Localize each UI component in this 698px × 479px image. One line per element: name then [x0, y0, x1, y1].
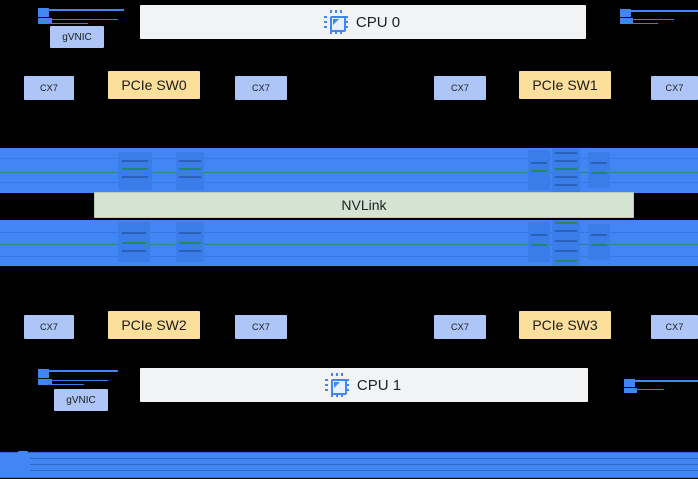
gpu-icon	[588, 152, 610, 188]
pcie-sw1-box[interactable]: PCIe SW1	[519, 71, 611, 99]
gpu-icon	[552, 148, 580, 193]
nic-bottom-right-icon	[624, 378, 698, 394]
gvnic0-label: gVNIC	[62, 31, 92, 43]
gvnic1-label: gVNIC	[66, 394, 96, 406]
cx7-label: CX7	[39, 322, 59, 332]
pcie-sw2-label: PCIe SW2	[121, 317, 187, 333]
pcie-sw2-box[interactable]: PCIe SW2	[108, 311, 200, 339]
cx7-label: CX7	[665, 322, 684, 332]
cx7-top-1[interactable]: CX7	[235, 76, 287, 100]
cx7-top-3[interactable]: CX7	[651, 76, 698, 100]
gpu-icon	[588, 224, 610, 260]
cx7-top-2[interactable]: CX7	[434, 76, 486, 100]
gpu-band-lower	[0, 220, 698, 266]
cx7-label: CX7	[251, 322, 271, 332]
pcie-sw3-label: PCIe SW3	[532, 317, 598, 333]
gpu-icon	[528, 150, 550, 190]
cx7-label: CX7	[251, 83, 271, 93]
pcie-sw0-box[interactable]: PCIe SW0	[108, 71, 200, 99]
gpu-icon	[176, 152, 204, 190]
cx7-bottom-1[interactable]: CX7	[235, 315, 287, 339]
cx7-label: CX7	[450, 322, 470, 332]
gpu-band-upper	[0, 148, 698, 193]
gpu-icon	[118, 222, 150, 262]
nic-top-left-icon	[38, 5, 124, 25]
gvnic1-box[interactable]: gVNIC	[54, 389, 108, 411]
gpu-icon	[528, 222, 550, 262]
pcie-sw3-box[interactable]: PCIe SW3	[519, 311, 611, 339]
cpu-chip-icon	[323, 10, 348, 34]
cx7-bottom-3[interactable]: CX7	[651, 315, 698, 339]
gpu-icon	[552, 220, 580, 266]
pcie-sw1-label: PCIe SW1	[532, 77, 598, 93]
cpu1-box[interactable]: CPU 1	[140, 368, 588, 402]
pcie-sw0-label: PCIe SW0	[121, 77, 187, 93]
gvnic0-box[interactable]: gVNIC	[50, 26, 104, 48]
cpu1-label: CPU 1	[356, 376, 402, 394]
cx7-bottom-0[interactable]: CX7	[24, 315, 74, 339]
cpu0-box[interactable]: CPU 0	[140, 5, 586, 39]
cpu-chip-icon	[324, 373, 349, 397]
nic-bottom-left-icon	[38, 366, 124, 386]
server-stack-icon	[2, 451, 28, 473]
cpu0-label: CPU 0	[355, 13, 401, 31]
cx7-label: CX7	[39, 83, 59, 93]
cx7-label: CX7	[450, 83, 470, 93]
nic-top-right-icon	[620, 7, 698, 25]
gpu-icon	[176, 222, 204, 262]
cx7-top-0[interactable]: CX7	[24, 76, 74, 100]
nvlink-box[interactable]: NVLink	[94, 192, 634, 218]
gpu-icon	[118, 152, 152, 190]
cx7-bottom-2[interactable]: CX7	[434, 315, 486, 339]
nvlink-label: NVLink	[341, 197, 387, 213]
bottom-network-bus	[0, 452, 698, 478]
cx7-label: CX7	[665, 83, 684, 93]
